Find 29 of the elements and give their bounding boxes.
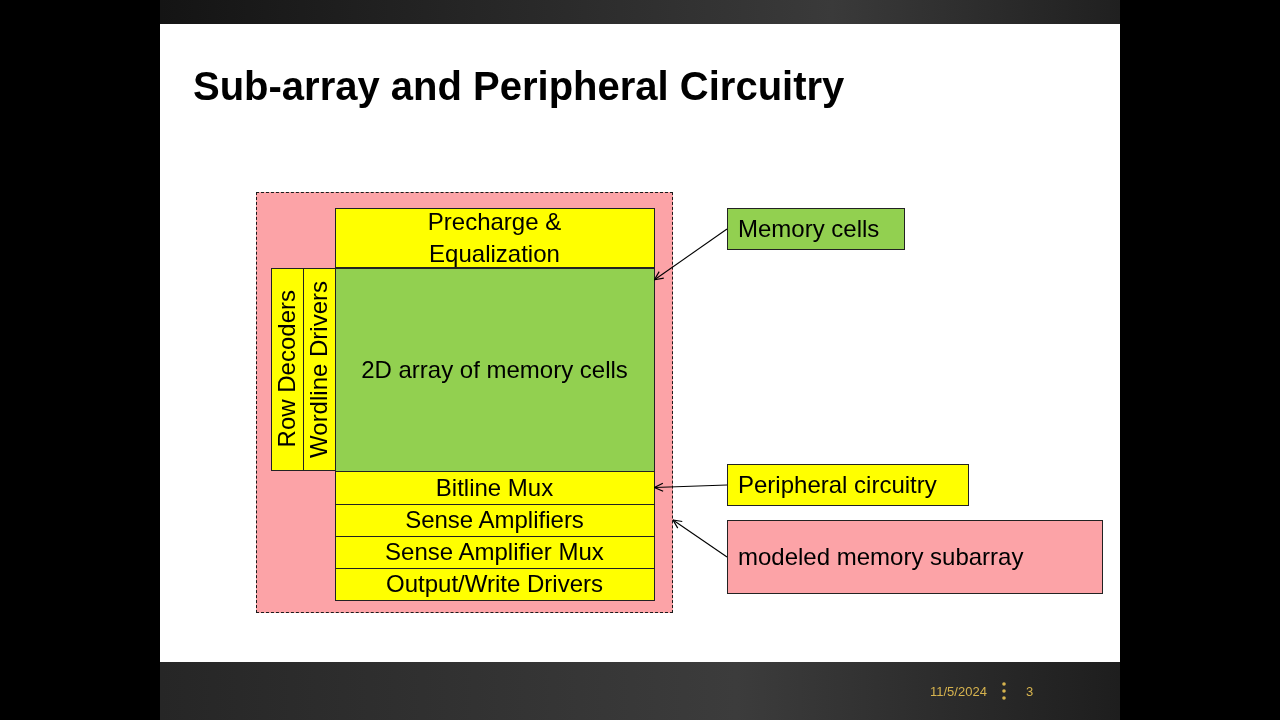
memory-array-block [334,267,655,472]
block-label: Sense Amplifiers [405,505,584,536]
circuit-block [334,535,655,569]
block-label: Row Decoders [272,290,302,448]
leader-arrow [672,519,728,558]
circuit-block [334,567,655,601]
circuit-block [334,207,655,268]
block-label: Bitline Mux [435,472,554,503]
leader-arrow [653,228,728,281]
leader-arrow [653,482,728,492]
circuit-block [334,470,655,505]
callout-box [727,520,1103,594]
callout-label: Memory cells [738,214,880,245]
callout-box [727,464,969,506]
block-label: Sense Amplifier Mux [385,537,604,568]
block-label: Output/Write Drivers [386,569,603,600]
callout-label: modeled memory subarray [738,542,1024,573]
slide-title: Sub-array and Peripheral Circuitry [193,64,845,109]
circuit-block [270,267,304,471]
block-label: Wordline Drivers [304,280,334,458]
block-label: Precharge & Equalization [426,207,563,269]
date-label: 11/5/2024 [930,684,987,699]
page-number: 3 [1026,684,1034,699]
callout-box [727,208,905,250]
block-label: 2D array of memory cells [361,354,628,385]
circuit-block [302,267,336,471]
subarray-region [256,192,673,613]
callout-label: Peripheral circuitry [738,470,937,501]
circuit-block [334,503,655,537]
